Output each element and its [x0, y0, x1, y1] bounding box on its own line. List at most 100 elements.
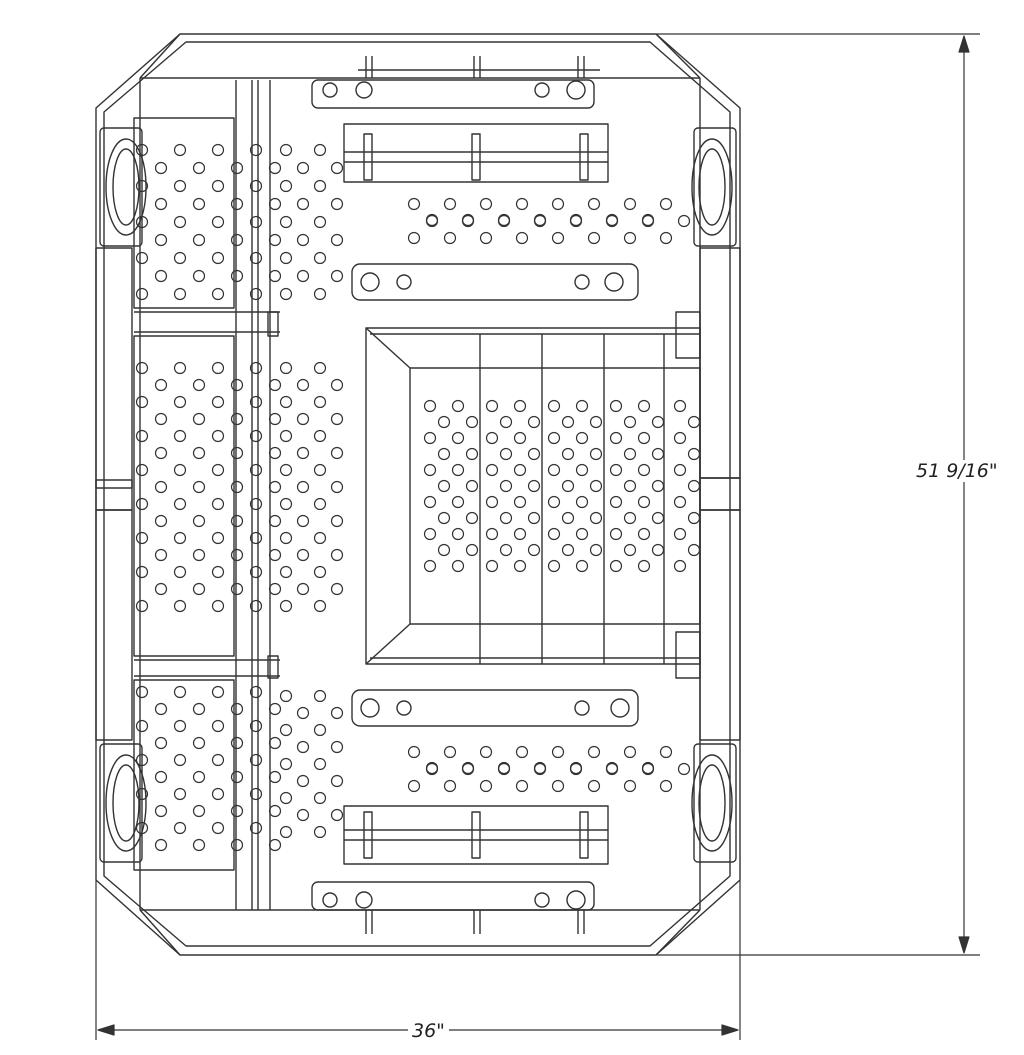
perforation-hole — [623, 447, 637, 461]
perforation-hole — [423, 463, 437, 477]
perforation-hole — [135, 497, 149, 511]
perforation-hole — [673, 527, 687, 541]
perforation-hole — [423, 559, 437, 573]
perforation-hole — [479, 779, 493, 793]
perforation-hole — [561, 447, 575, 461]
perforation-hole — [135, 463, 149, 477]
perforation-hole — [192, 804, 206, 818]
perforation-hole — [230, 197, 244, 211]
perforation-hole — [173, 179, 187, 193]
perforation-hole — [230, 269, 244, 283]
perforation-hole — [569, 213, 583, 227]
perforation-hole — [268, 446, 282, 460]
perforation-hole — [192, 378, 206, 392]
perforation-hole — [313, 757, 327, 771]
bottom-bracket — [343, 805, 609, 865]
perforation-hole — [659, 231, 673, 245]
perforation-hole — [173, 787, 187, 801]
perforation-hole — [515, 231, 529, 245]
perforation-hole — [230, 804, 244, 818]
perforation-hole — [173, 565, 187, 579]
perforation-hole — [249, 429, 263, 443]
perforation-hole — [279, 287, 293, 301]
perforation-hole — [313, 251, 327, 265]
perforation-hole — [135, 215, 149, 229]
perforation-hole — [461, 761, 475, 775]
perforation-hole — [268, 548, 282, 562]
perforation-hole — [268, 838, 282, 852]
perforation-hole — [313, 143, 327, 157]
perforation-hole — [313, 825, 327, 839]
perforation-hole — [192, 412, 206, 426]
perforation-hole — [515, 745, 529, 759]
perforation-hole — [268, 514, 282, 528]
perforation-hole — [623, 197, 637, 211]
perforation-hole — [211, 395, 225, 409]
perforation-hole — [677, 214, 691, 228]
perforation-hole — [589, 543, 603, 557]
perforation-hole — [296, 197, 310, 211]
left-rails — [235, 80, 271, 910]
perforation-hole — [515, 779, 529, 793]
perforation-hole — [437, 511, 451, 525]
perforation-hole — [230, 582, 244, 596]
perforation-hole — [249, 179, 263, 193]
perforation-hole — [330, 740, 344, 754]
perforation-hole — [173, 463, 187, 477]
perforation-hole — [609, 559, 623, 573]
perforation-hole — [268, 269, 282, 283]
perforation-hole — [211, 719, 225, 733]
perforation-hole — [268, 378, 282, 392]
perforation-hole — [575, 559, 589, 573]
perforation-hole — [173, 531, 187, 545]
perforation-hole — [192, 702, 206, 716]
perforation-hole — [330, 480, 344, 494]
perforation-hole — [515, 197, 529, 211]
perforation-hole — [651, 447, 665, 461]
perforation-hole — [249, 463, 263, 477]
perforation-hole — [173, 821, 187, 835]
perforation-hole — [230, 702, 244, 716]
perforation-hole — [154, 702, 168, 716]
perforation-hole — [513, 495, 527, 509]
perforation-hole — [330, 514, 344, 528]
perforation-hole — [313, 723, 327, 737]
perforation-hole — [154, 480, 168, 494]
perforation-hole — [230, 736, 244, 750]
perforation-hole — [313, 689, 327, 703]
width-dimension — [95, 880, 741, 1040]
perforation-hole — [296, 446, 310, 460]
perforation-hole — [135, 753, 149, 767]
perforation-hole — [423, 431, 437, 445]
perforation-hole — [605, 762, 619, 776]
perforation-hole — [497, 762, 511, 776]
perforation-hole — [623, 479, 637, 493]
perforation-hole — [575, 463, 589, 477]
perforation-hole — [135, 821, 149, 835]
perforation-hole — [561, 415, 575, 429]
perforation-hole — [605, 761, 619, 775]
perforation-hole — [499, 479, 513, 493]
perforation-hole — [173, 685, 187, 699]
perforation-hole — [330, 808, 344, 822]
perforation-hole — [425, 761, 439, 775]
perforation-hole — [173, 395, 187, 409]
perforation-hole — [192, 514, 206, 528]
perforation-hole — [230, 412, 244, 426]
perforation-hole — [135, 287, 149, 301]
perforation-hole — [192, 446, 206, 460]
perforation-hole — [637, 527, 651, 541]
inner-frame — [103, 41, 731, 947]
perforation-hole — [173, 143, 187, 157]
perforation-hole — [268, 736, 282, 750]
perforation-hole — [589, 415, 603, 429]
perforation-hole — [465, 511, 479, 525]
perforation-hole — [135, 395, 149, 409]
perforation-hole — [230, 446, 244, 460]
perforation-hole — [173, 287, 187, 301]
perforation-hole — [296, 706, 310, 720]
perforation-hole — [211, 143, 225, 157]
perforation-hole — [551, 197, 565, 211]
perforation-hole — [485, 527, 499, 541]
